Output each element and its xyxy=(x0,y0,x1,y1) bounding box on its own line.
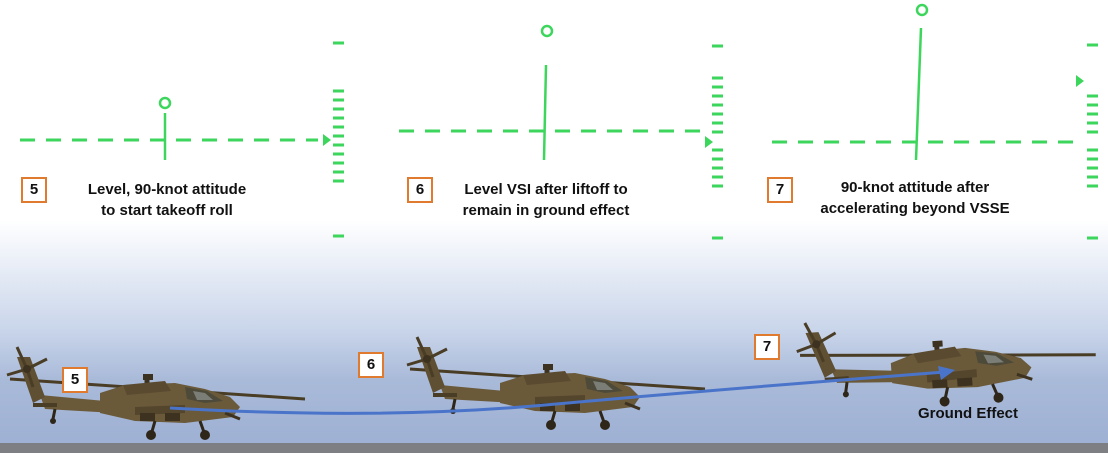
helicopter-badge-5: 5 xyxy=(62,367,88,393)
helicopter-5 xyxy=(7,347,305,440)
caption-7: 90-knot attitude after accelerating beyo… xyxy=(790,177,1040,219)
caption-5-line-1: Level, 90-knot attitude xyxy=(87,181,247,198)
step-badge-6: 6 xyxy=(407,177,433,203)
caption-7-line-2: accelerating beyond VSSE xyxy=(820,200,1010,217)
helicopter-badge-7: 7 xyxy=(754,334,780,360)
caption-5-line-2: to start takeoff roll xyxy=(101,202,233,219)
hud-indicator-5 xyxy=(20,41,344,238)
helicopter-7 xyxy=(795,303,1099,417)
ground-effect-label: Ground Effect xyxy=(918,405,1018,422)
helicopter-badge-6: 6 xyxy=(358,352,384,378)
hud-indicator-6 xyxy=(399,24,723,240)
caption-6-line-2: remain in ground effect xyxy=(462,202,630,219)
caption-7-line-1: 90-knot attitude after xyxy=(840,179,990,196)
hud-indicator-7 xyxy=(772,3,1098,240)
helicopter-6 xyxy=(407,337,705,430)
step-badge-7: 7 xyxy=(767,177,793,203)
step-badge-5: 5 xyxy=(21,177,47,203)
caption-5: Level, 90-knot attitude to start takeoff… xyxy=(42,179,292,221)
caption-6: Level VSI after liftoff to remain in gro… xyxy=(421,179,671,221)
ground-surface xyxy=(0,443,1108,453)
flight-path-arrow xyxy=(169,366,955,415)
caption-6-line-1: Level VSI after liftoff to xyxy=(464,181,628,198)
